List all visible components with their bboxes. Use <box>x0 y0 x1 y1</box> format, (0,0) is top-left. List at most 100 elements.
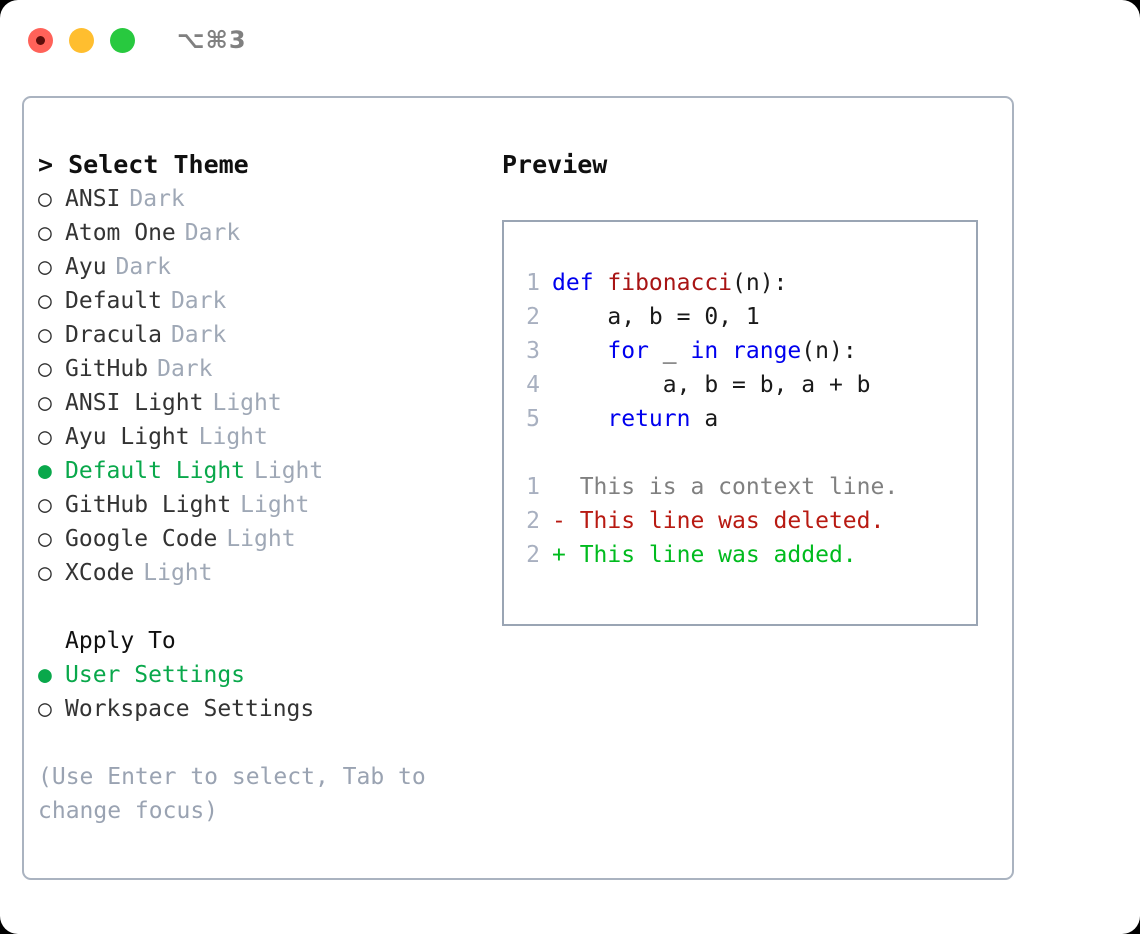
keyboard-shortcut-label: ⌥⌘3 <box>177 26 247 54</box>
theme-option-kind: Light <box>198 424 268 450</box>
code-line-text: a, b = 0, 1 <box>552 300 760 334</box>
theme-option-kind: Dark <box>170 322 227 348</box>
title-bar: ⌥⌘3 <box>0 0 1140 80</box>
code-line-text: return a <box>552 402 718 436</box>
code-line-number: 2 <box>526 304 540 330</box>
theme-option-kind: Dark <box>170 288 227 314</box>
theme-option-github-light[interactable]: ○ GitHub Light Light <box>38 488 478 522</box>
theme-option-label: Atom One <box>65 220 176 246</box>
diff-line-text: This is a context line. <box>552 474 899 500</box>
code-token: (n): <box>732 270 788 296</box>
code-diff-spacer <box>504 436 976 470</box>
theme-option-github[interactable]: ○ GitHub Dark <box>38 352 478 386</box>
theme-option-ayu[interactable]: ○ Ayu Dark <box>38 250 478 284</box>
code-token: fibonacci <box>607 270 733 296</box>
theme-option-label: GitHub Light <box>65 492 232 518</box>
code-token: a <box>690 406 719 432</box>
code-token <box>552 338 607 364</box>
theme-option-label: Dracula <box>65 322 162 348</box>
radio-unselected-icon: ○ <box>38 254 52 280</box>
section-spacer <box>38 590 478 624</box>
code-line-number: 3 <box>526 338 540 364</box>
apply-to-list: ● User Settings ○ Workspace Settings <box>38 658 478 726</box>
code-token <box>552 406 607 432</box>
code-line-text: def fibonacci(n): <box>552 266 787 300</box>
theme-option-label: GitHub <box>65 356 149 382</box>
code-line: 1 def fibonacci(n): <box>504 266 976 300</box>
code-line-number: 1 <box>526 270 540 296</box>
diff-line-context: 1 This is a context line. <box>504 470 976 504</box>
theme-option-label: Ayu Light <box>65 424 190 450</box>
diff-line-number: 1 <box>526 474 540 500</box>
theme-option-kind: Light <box>226 526 296 552</box>
theme-option-kind: Light <box>254 458 324 484</box>
apply-to-option-workspace-settings[interactable]: ○ Workspace Settings <box>38 692 478 726</box>
diff-line-number: 2 <box>526 542 540 568</box>
theme-option-kind: Dark <box>129 186 185 212</box>
maximize-button[interactable] <box>110 27 135 53</box>
theme-option-label: ANSI Light <box>65 390 204 416</box>
diff-sample: 1 This is a context line.2- This line wa… <box>504 470 976 572</box>
code-token: (n): <box>801 338 857 364</box>
code-line-number: 4 <box>526 372 540 398</box>
radio-unselected-icon: ○ <box>38 288 52 314</box>
theme-option-dracula[interactable]: ○ Dracula Dark <box>38 318 478 352</box>
theme-option-label: XCode <box>65 560 135 586</box>
code-token <box>718 338 732 364</box>
keyboard-hint-text: (Use Enter to select, Tab to change focu… <box>38 764 440 824</box>
theme-option-kind: Light <box>212 390 282 416</box>
code-line: 4 a, b = b, a + b <box>504 368 976 402</box>
radio-unselected-icon: ○ <box>38 220 52 246</box>
code-line: 2 a, b = 0, 1 <box>504 300 976 334</box>
window-controls <box>28 27 135 53</box>
code-token: for <box>607 338 649 364</box>
theme-option-kind: Light <box>240 492 310 518</box>
apply-to-option-label: User Settings <box>65 662 246 688</box>
theme-option-atom-one[interactable]: ○ Atom One Dark <box>38 216 478 250</box>
diff-line-add: 2 + This line was added. <box>504 538 976 572</box>
radio-unselected-icon: ○ <box>38 390 52 416</box>
theme-option-default[interactable]: ○ Default Dark <box>38 284 478 318</box>
radio-unselected-icon: ○ <box>38 492 52 518</box>
apply-to-header: Apply To <box>65 628 176 654</box>
radio-unselected-icon: ○ <box>38 560 52 586</box>
code-token: def <box>552 270 608 296</box>
minimize-button[interactable] <box>69 27 94 53</box>
code-token: a, b = 0, 1 <box>552 304 760 330</box>
theme-option-kind: Dark <box>157 356 213 382</box>
theme-option-label: Default <box>65 288 162 314</box>
theme-option-kind: Dark <box>184 220 241 246</box>
select-theme-header: > Select Theme <box>38 150 249 179</box>
theme-option-kind: Light <box>143 560 213 586</box>
diff-line-text: + This line was added. <box>552 542 857 568</box>
theme-option-kind: Dark <box>115 254 171 280</box>
radio-unselected-icon: ○ <box>38 356 52 382</box>
radio-selected-icon: ● <box>38 662 52 688</box>
theme-option-ayu-light[interactable]: ○ Ayu Light Light <box>38 420 478 454</box>
code-token: range <box>732 338 802 364</box>
theme-option-label: Default Light <box>65 458 246 484</box>
theme-option-label: Ayu <box>65 254 107 280</box>
theme-option-ansi-light[interactable]: ○ ANSI Light Light <box>38 386 478 420</box>
code-token: in <box>690 338 719 364</box>
radio-unselected-icon: ○ <box>38 696 52 722</box>
radio-unselected-icon: ○ <box>38 322 52 348</box>
close-button[interactable] <box>28 27 53 53</box>
code-token: a, b = b, a + b <box>552 372 871 398</box>
apply-to-option-label: Workspace Settings <box>65 696 315 722</box>
code-line-number: 5 <box>526 406 540 432</box>
radio-unselected-icon: ○ <box>38 424 52 450</box>
apply-to-option-user-settings[interactable]: ● User Settings <box>38 658 478 692</box>
theme-option-xcode[interactable]: ○ XCode Light <box>38 556 478 590</box>
